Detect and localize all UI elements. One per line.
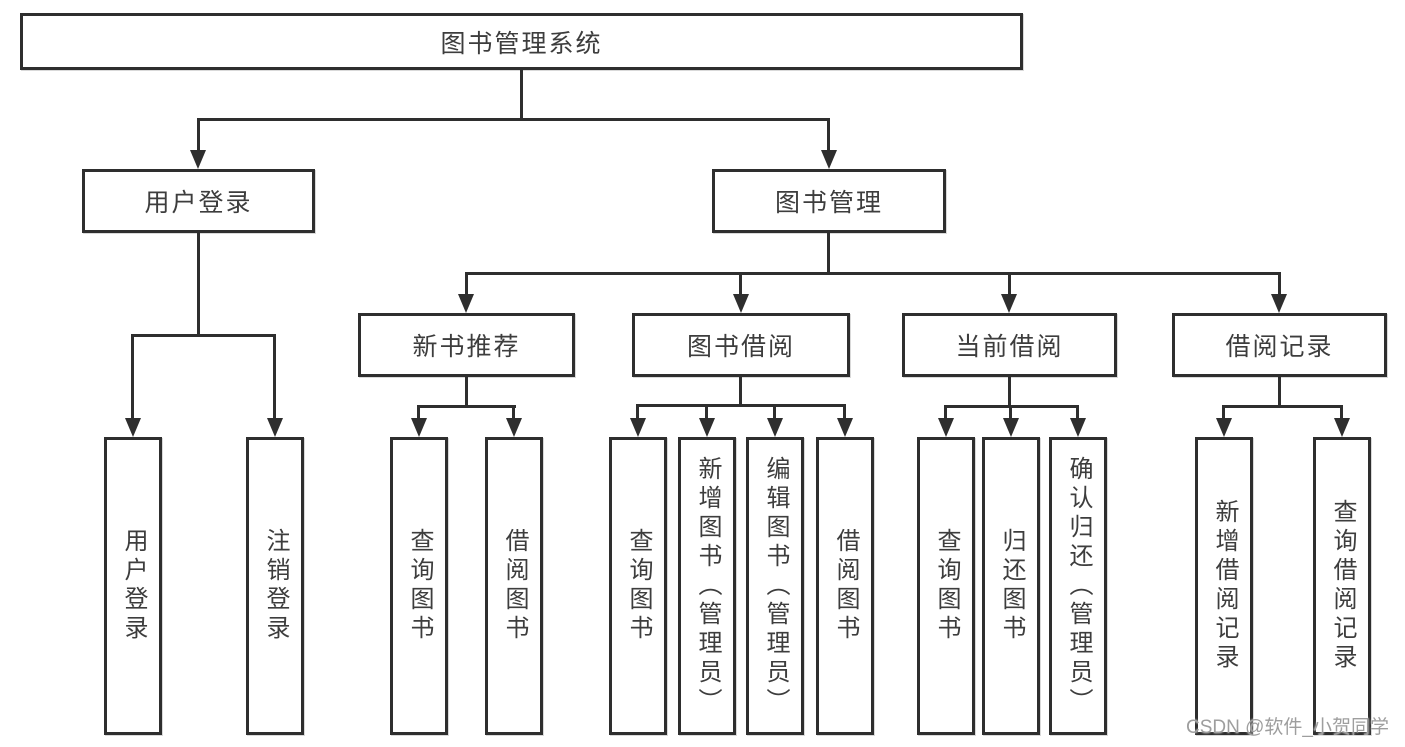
node-book-borrow: 图书借阅 [632,313,850,377]
leaf-query-book-1-label: 查询图书 [406,528,433,644]
leaf-add-book-admin-label: 新增图书（管理员） [694,455,721,717]
connector-book-borrow-stem [739,377,742,407]
arrowhead-down-add-borrow-record [1216,418,1232,437]
connector-drop-borrow-book-1 [512,405,515,419]
leaf-query-book-2: 查询图书 [609,437,667,735]
node-current-borrow-label: 当前借阅 [955,333,1064,361]
arrowhead-down-borrow-book-2 [837,418,853,437]
connector-drop-query-book-3 [944,405,947,419]
node-new-book-recommend: 新书推荐 [358,313,575,377]
node-borrow-record-label: 借阅记录 [1225,333,1334,361]
connector-book-management-rail [465,272,1281,275]
connector-drop-return-book [1009,405,1012,419]
leaf-add-book-admin: 新增图书（管理员） [678,437,736,735]
connector-book-management-stem [827,233,830,275]
connector-root-stem [520,70,523,118]
connector-drop-query-book-2 [636,404,639,419]
connector-drop-logout-leaf [273,334,276,418]
connector-drop-add-book [705,404,708,419]
connector-drop-book-management [827,118,830,152]
leaf-query-borrow-record: 查询借阅记录 [1313,437,1371,735]
leaf-add-borrow-record-label: 新增借阅记录 [1211,499,1238,673]
connector-borrow-record-stem [1278,377,1281,407]
leaf-query-book-1: 查询图书 [390,437,448,735]
connector-drop-borrow-record [1278,272,1281,296]
node-root-label: 图书管理系统 [440,29,603,58]
arrowhead-down-login-leaf [125,418,141,437]
leaf-borrow-book-1: 借阅图书 [485,437,543,735]
leaf-query-borrow-record-label: 查询借阅记录 [1329,499,1356,673]
leaf-user-login-label: 用户登录 [120,528,147,644]
leaf-user-login: 用户登录 [104,437,162,735]
node-book-management: 图书管理 [712,169,946,233]
arrowhead-down-user-login [190,150,206,169]
connector-drop-new-book [465,272,468,296]
leaf-borrow-book-1-label: 借阅图书 [501,528,528,644]
connector-new-book-rail [417,405,516,408]
node-user-login-label: 用户登录 [144,189,253,217]
connector-drop-confirm-return [1076,405,1079,419]
node-book-management-label: 图书管理 [774,189,883,217]
leaf-edit-book-admin-label: 编辑图书（管理员） [762,455,789,717]
node-current-borrow: 当前借阅 [902,313,1117,377]
leaf-borrow-book-2: 借阅图书 [816,437,874,735]
csdn-watermark: CSDN @软件_小贺同学 [1186,717,1389,738]
leaf-return-book-label: 归还图书 [998,528,1025,644]
node-book-borrow-label: 图书借阅 [686,333,795,361]
leaf-borrow-book-2-label: 借阅图书 [832,528,859,644]
connector-root-rail [197,118,830,121]
connector-drop-book-borrow [739,272,742,296]
arrowhead-down-borrow-record [1271,294,1287,313]
connector-book-borrow-rail [636,404,846,407]
arrowhead-down-add-book [699,418,715,437]
connector-drop-add-borrow-record [1222,405,1225,419]
arrowhead-down-current-borrow [1001,294,1017,313]
leaf-add-borrow-record: 新增借阅记录 [1195,437,1253,735]
connector-current-borrow-stem [1008,377,1011,407]
arrowhead-down-logout-leaf [267,418,283,437]
connector-drop-edit-book [773,404,776,419]
arrowhead-down-query-book-3 [938,418,954,437]
leaf-confirm-return-admin-label: 确认归还（管理员） [1065,455,1092,717]
connector-user-login-stem [197,233,200,334]
arrowhead-down-confirm-return [1070,418,1086,437]
arrowhead-down-edit-book [767,418,783,437]
leaf-edit-book-admin: 编辑图书（管理员） [746,437,804,735]
connector-drop-current-borrow [1008,272,1011,296]
connector-borrow-record-rail [1222,405,1343,408]
node-root: 图书管理系统 [20,13,1023,70]
arrowhead-down-book-management [821,150,837,169]
node-user-login: 用户登录 [82,169,315,233]
leaf-confirm-return-admin: 确认归还（管理员） [1049,437,1107,735]
arrowhead-down-query-book-2 [630,418,646,437]
connector-new-book-stem [465,377,468,407]
arrowhead-down-new-book [458,294,474,313]
arrowhead-down-query-borrow-record [1334,418,1350,437]
leaf-query-book-2-label: 查询图书 [625,528,652,644]
leaf-logout: 注销登录 [246,437,304,735]
arrowhead-down-book-borrow [733,294,749,313]
node-borrow-record: 借阅记录 [1172,313,1387,377]
leaf-logout-label: 注销登录 [262,528,289,644]
leaf-query-book-3-label: 查询图书 [933,528,960,644]
connector-drop-query-book-1 [417,405,420,419]
arrowhead-down-borrow-book-1 [506,418,522,437]
arrowhead-down-query-book-1 [411,418,427,437]
leaf-query-book-3: 查询图书 [917,437,975,735]
arrowhead-down-return-book [1003,418,1019,437]
node-new-book-recommend-label: 新书推荐 [412,333,521,361]
connector-drop-user-login [197,118,200,152]
connector-drop-login-leaf [131,334,134,418]
connector-drop-query-borrow-record [1340,405,1343,419]
connector-drop-borrow-book-2 [843,404,846,419]
connector-user-login-rail [131,334,276,337]
leaf-return-book: 归还图书 [982,437,1040,735]
